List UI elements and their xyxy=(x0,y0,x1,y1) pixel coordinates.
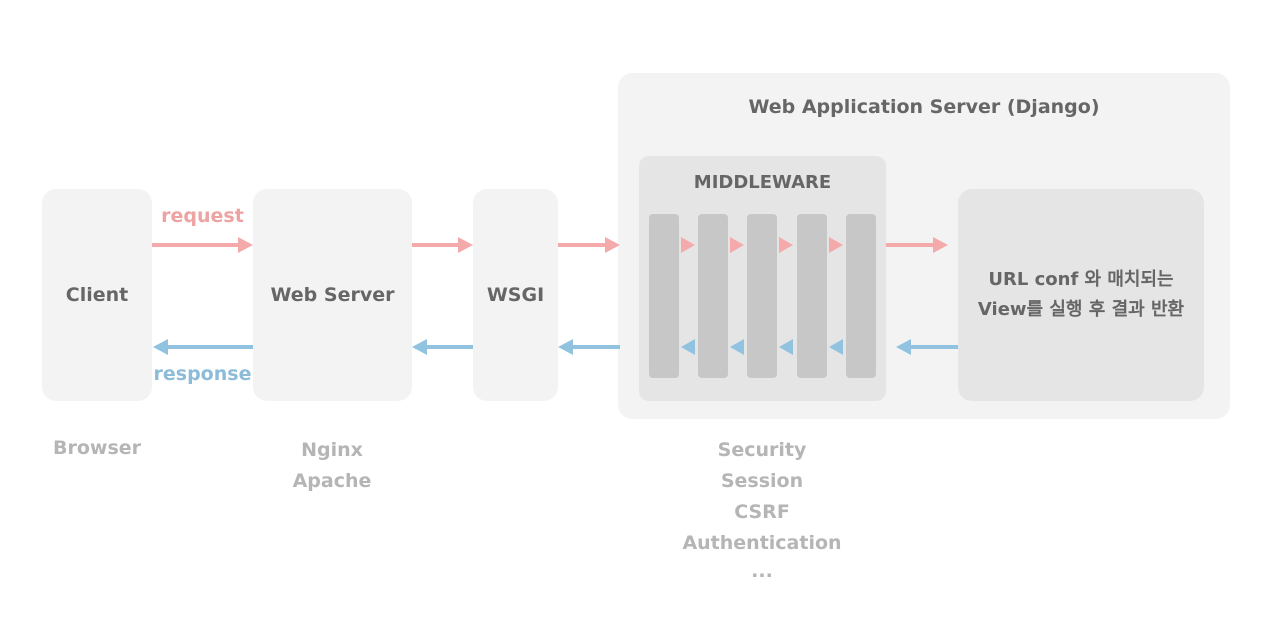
response-arrow-head xyxy=(153,339,168,355)
middleware-layer xyxy=(846,214,876,378)
response-label: response xyxy=(153,363,252,385)
client-box: Client xyxy=(42,189,152,401)
client-examples: Browser xyxy=(27,433,167,464)
middleware-title: MIDDLEWARE xyxy=(693,172,832,193)
view-box: URL conf 와 매치되는 View를 실행 후 결과 반환 xyxy=(958,189,1204,401)
wsgi-label: WSGI xyxy=(486,284,545,306)
client-label: Client xyxy=(65,284,129,306)
example-nginx: Nginx xyxy=(301,439,363,461)
view-text-line-2: View를 실행 후 결과 반환 xyxy=(977,299,1185,320)
example-ellipsis: ... xyxy=(751,560,773,582)
example-csrf: CSRF xyxy=(734,501,790,523)
middleware-layer xyxy=(649,214,679,378)
was-title: Web Application Server (Django) xyxy=(748,96,1100,118)
web-server-box: Web Server xyxy=(253,189,412,401)
middleware-layer xyxy=(698,214,728,378)
example-browser: Browser xyxy=(52,437,142,459)
example-authentication: Authentication xyxy=(682,532,842,554)
view-text-line-1: URL conf 와 매치되는 xyxy=(988,269,1174,290)
web-server-examples: Nginx Apache xyxy=(252,435,412,497)
example-session: Session xyxy=(720,470,804,492)
response-arrow-head xyxy=(412,339,427,355)
request-arrow-head xyxy=(458,237,473,253)
web-server-label: Web Server xyxy=(270,284,395,306)
example-security: Security xyxy=(717,439,807,461)
middleware-examples: Security Session CSRF Authentication ... xyxy=(662,435,862,583)
response-arrow-head xyxy=(558,339,573,355)
middleware-layer xyxy=(797,214,827,378)
example-apache: Apache xyxy=(292,470,372,492)
wsgi-box: WSGI xyxy=(473,189,558,401)
request-arrow-head xyxy=(238,237,253,253)
request-label: request xyxy=(161,205,244,227)
middleware-layer xyxy=(747,214,777,378)
